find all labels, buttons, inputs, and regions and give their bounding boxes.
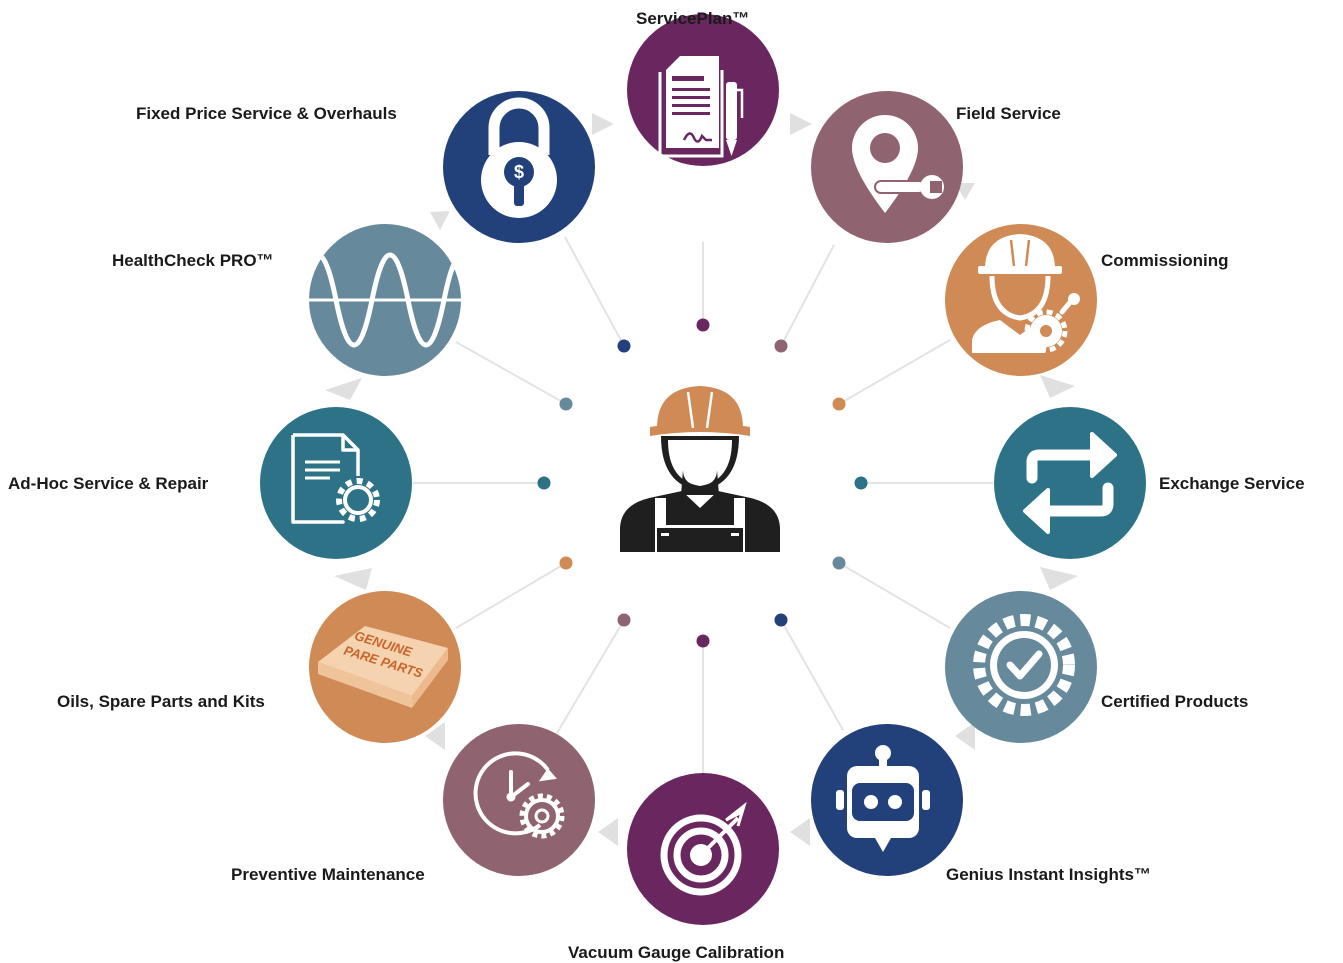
service-node-oils-spare-parts-kits[interactable]: GENUINE PARE PARTS — [309, 591, 461, 743]
connector-dot — [559, 556, 573, 570]
label-healthcheck-pro: HealthCheck PRO™ — [112, 251, 274, 270]
label-field-service: Field Service — [956, 104, 1061, 123]
technician-icon — [620, 386, 780, 552]
direction-arrow — [1040, 567, 1078, 590]
service-node-serviceplan[interactable] — [627, 14, 779, 166]
direction-arrow — [790, 818, 810, 846]
label-preventive-maintenance: Preventive Maintenance — [231, 865, 425, 884]
label-exchange-service: Exchange Service — [1159, 474, 1305, 493]
direction-arrow — [1040, 375, 1075, 398]
direction-arrow — [325, 378, 362, 400]
direction-arrow — [598, 818, 618, 846]
service-node-commissioning[interactable] — [945, 224, 1097, 376]
label-serviceplan: ServicePlan™ — [636, 9, 750, 28]
connector-line — [455, 562, 567, 629]
parts-box-icon: GENUINE PARE PARTS — [318, 626, 448, 708]
connector-line — [556, 619, 625, 734]
direction-arrow — [334, 568, 372, 590]
connector-dot — [696, 318, 710, 332]
direction-arrow — [790, 113, 812, 135]
connector-line — [780, 619, 844, 731]
connector-line — [780, 244, 835, 347]
connector-dot — [559, 397, 573, 411]
direction-arrow — [592, 113, 614, 135]
connector-line — [564, 236, 625, 347]
connector-dot — [854, 476, 868, 490]
service-node-preventive-maintenance[interactable] — [443, 724, 595, 876]
robot-icon — [836, 745, 930, 852]
connector-dot — [774, 613, 788, 627]
service-node-healthcheck-pro[interactable] — [300, 224, 480, 376]
direction-arrow — [430, 211, 450, 230]
connector-line — [838, 339, 951, 405]
service-node-fixed-price-service[interactable]: $ — [443, 91, 595, 243]
padlock-dollar-icon: $ — [481, 97, 557, 218]
service-node-field-service[interactable] — [811, 91, 963, 243]
direction-arrow — [955, 722, 975, 750]
connector-dot — [774, 339, 788, 353]
connector-dot — [696, 634, 710, 648]
connector-line — [838, 562, 951, 629]
certified-badge-icon — [973, 614, 1075, 716]
label-certified-products: Certified Products — [1101, 692, 1249, 711]
label-vacuum-gauge-calibration: Vacuum Gauge Calibration — [568, 943, 785, 962]
connector-dots — [537, 318, 868, 648]
direction-arrows — [325, 113, 1078, 846]
connector-dot — [617, 613, 631, 627]
map-pin-wrench-icon — [852, 115, 944, 213]
label-oils-spare-parts: Oils, Spare Parts and Kits — [57, 692, 265, 711]
connector-dot — [832, 556, 846, 570]
target-icon — [660, 801, 747, 896]
sine-wave-icon — [309, 252, 461, 348]
connector-line — [455, 341, 567, 405]
exchange-arrows-icon — [1023, 432, 1117, 534]
service-node-certified-products[interactable] — [945, 591, 1097, 743]
document-gear-icon — [291, 433, 380, 524]
label-fixed-price-service: Fixed Price Service & Overhauls — [136, 104, 397, 123]
label-genius-instant-insights: Genius Instant Insights™ — [946, 865, 1151, 884]
service-node-vacuum-gauge-calibration[interactable] — [627, 773, 779, 925]
service-node-ad-hoc-service-repair[interactable] — [260, 407, 412, 559]
dollar-sign-glyph: $ — [514, 162, 524, 182]
connector-dot — [537, 476, 551, 490]
service-node-exchange-service[interactable] — [994, 407, 1146, 559]
clock-gear-icon — [473, 751, 565, 839]
connector-dot — [832, 397, 846, 411]
label-ad-hoc-service: Ad-Hoc Service & Repair — [8, 474, 209, 493]
connector-dot — [617, 339, 631, 353]
contract-pen-icon — [658, 56, 744, 158]
hardhat-worker-gear-icon — [972, 234, 1080, 353]
service-node-genius-instant-insights[interactable] — [811, 724, 963, 876]
connectors — [413, 236, 993, 775]
direction-arrow — [425, 722, 445, 750]
label-commissioning: Commissioning — [1101, 251, 1229, 270]
